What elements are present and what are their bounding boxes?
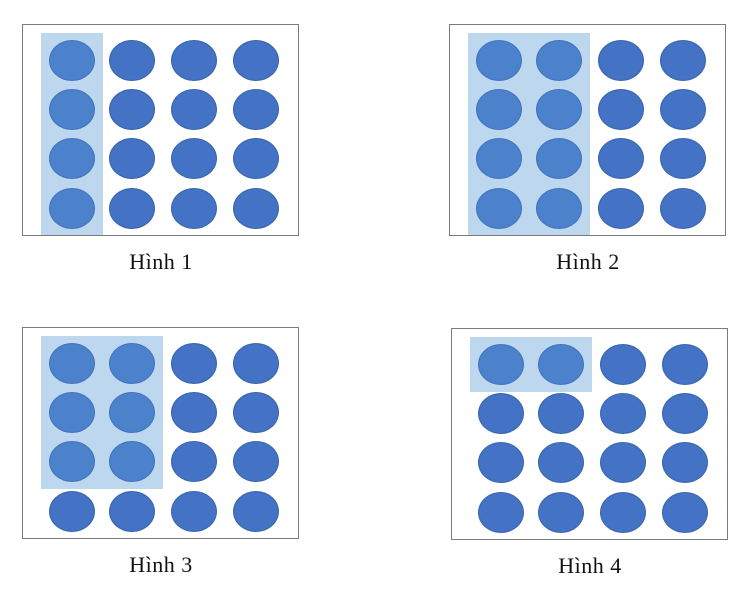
counter-circle	[233, 39, 279, 81]
counter-circle-highlighted	[538, 343, 584, 385]
counter-circle	[660, 137, 706, 179]
counter-circle	[109, 187, 155, 229]
counter-circle	[600, 392, 646, 434]
counter-circle	[598, 187, 644, 229]
counter-circle	[233, 187, 279, 229]
counter-circle	[662, 392, 708, 434]
counter-circle	[171, 391, 217, 433]
figure-1: Hình 1	[22, 24, 300, 275]
counter-circle	[660, 88, 706, 130]
counter-circle-highlighted	[49, 88, 95, 130]
counter-circle	[538, 441, 584, 483]
counter-circle	[233, 440, 279, 482]
counter-circle-highlighted	[49, 391, 95, 433]
counter-circle	[109, 88, 155, 130]
counter-circle-highlighted	[476, 88, 522, 130]
counter-circle	[109, 490, 155, 532]
counter-circle-highlighted	[476, 39, 522, 81]
counter-circle	[600, 441, 646, 483]
counter-circle	[660, 39, 706, 81]
figure-1-caption: Hình 1	[129, 249, 193, 274]
figure-3-box	[22, 327, 299, 539]
counter-circle	[171, 490, 217, 532]
counter-circle	[171, 342, 217, 384]
counter-circle	[109, 137, 155, 179]
counter-circle-highlighted	[109, 440, 155, 482]
counter-circle	[171, 88, 217, 130]
counter-circle	[538, 392, 584, 434]
counter-circle	[538, 491, 584, 533]
counter-circle	[233, 137, 279, 179]
counter-circle-highlighted	[49, 187, 95, 229]
counter-circle	[171, 137, 217, 179]
counter-circle-highlighted	[536, 137, 582, 179]
counter-circle-highlighted	[536, 39, 582, 81]
counter-circle	[598, 137, 644, 179]
figure-2: Hình 2	[449, 24, 727, 275]
counter-circle	[598, 88, 644, 130]
counter-circle	[171, 440, 217, 482]
counter-circle	[598, 39, 644, 81]
counter-circle	[660, 187, 706, 229]
counter-circle	[233, 490, 279, 532]
counter-circle-highlighted	[49, 342, 95, 384]
counter-circle-highlighted	[49, 440, 95, 482]
counter-circle	[171, 187, 217, 229]
counter-circle	[662, 491, 708, 533]
counter-circle	[600, 343, 646, 385]
counter-circle	[662, 343, 708, 385]
counter-circle	[233, 391, 279, 433]
counter-circle	[49, 490, 95, 532]
counter-circle	[600, 491, 646, 533]
counter-circle-highlighted	[109, 391, 155, 433]
figure-2-caption: Hình 2	[556, 249, 620, 274]
counter-circle-highlighted	[49, 39, 95, 81]
counter-circle	[478, 491, 524, 533]
counter-circle	[478, 441, 524, 483]
counter-circle-highlighted	[536, 88, 582, 130]
figure-4: Hình 4	[451, 328, 729, 579]
figure-4-box	[451, 328, 728, 540]
figure-3-caption: Hình 3	[129, 552, 193, 577]
counter-circle-highlighted	[536, 187, 582, 229]
counter-circle	[171, 39, 217, 81]
figure-3: Hình 3	[22, 327, 300, 578]
counter-circle	[109, 39, 155, 81]
counter-circle-highlighted	[109, 342, 155, 384]
counter-circle-highlighted	[478, 343, 524, 385]
figure-2-box	[449, 24, 726, 236]
counter-circle-highlighted	[476, 187, 522, 229]
figure-4-caption: Hình 4	[558, 553, 622, 578]
counter-circle	[662, 441, 708, 483]
counter-circle	[233, 342, 279, 384]
figure-1-box	[22, 24, 299, 236]
counter-circle-highlighted	[49, 137, 95, 179]
counter-circle	[478, 392, 524, 434]
counter-circle	[233, 88, 279, 130]
counter-circle-highlighted	[476, 137, 522, 179]
